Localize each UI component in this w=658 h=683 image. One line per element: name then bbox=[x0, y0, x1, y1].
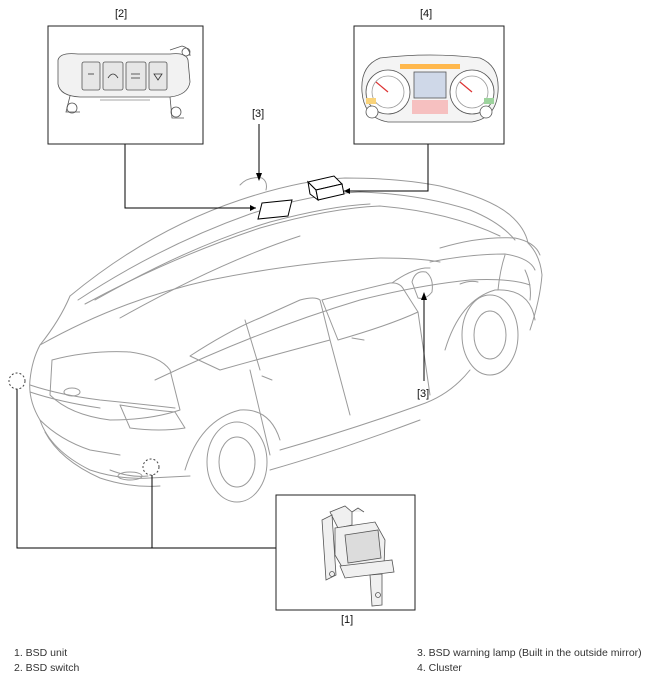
sensor-circle-left bbox=[8, 372, 26, 390]
bsd-unit-image bbox=[321, 505, 395, 607]
leader-lines bbox=[16, 124, 429, 549]
bsd-switch-image bbox=[57, 45, 191, 119]
legend-item-bsd-switch: 2. BSD switch bbox=[14, 662, 80, 674]
legend-item-cluster: 4. Cluster bbox=[417, 662, 462, 674]
legend-left: 1. BSD unit 2. BSD switch bbox=[14, 646, 79, 676]
cluster-image bbox=[361, 54, 499, 123]
roof-marker-cluster bbox=[307, 175, 345, 202]
callout-4-cluster: [4] bbox=[420, 8, 433, 20]
legend-item-bsd-warning-lamp: 3. BSD warning lamp (Built in the outsid… bbox=[417, 647, 642, 659]
callout-2-switch: [2] bbox=[115, 8, 128, 20]
roof-marker-switch bbox=[257, 199, 293, 220]
sensor-circle-right bbox=[142, 458, 160, 476]
vehicle-outline bbox=[29, 177, 543, 503]
legend-item-bsd-unit: 1. BSD unit bbox=[14, 647, 68, 659]
callout-1-unit: [1] bbox=[341, 614, 354, 626]
callout-3-mirror: [3] bbox=[417, 388, 430, 400]
callout-3-top: [3] bbox=[252, 108, 265, 120]
arrowheads bbox=[250, 173, 427, 300]
legend-right: 3. BSD warning lamp (Built in the outsid… bbox=[417, 646, 642, 676]
